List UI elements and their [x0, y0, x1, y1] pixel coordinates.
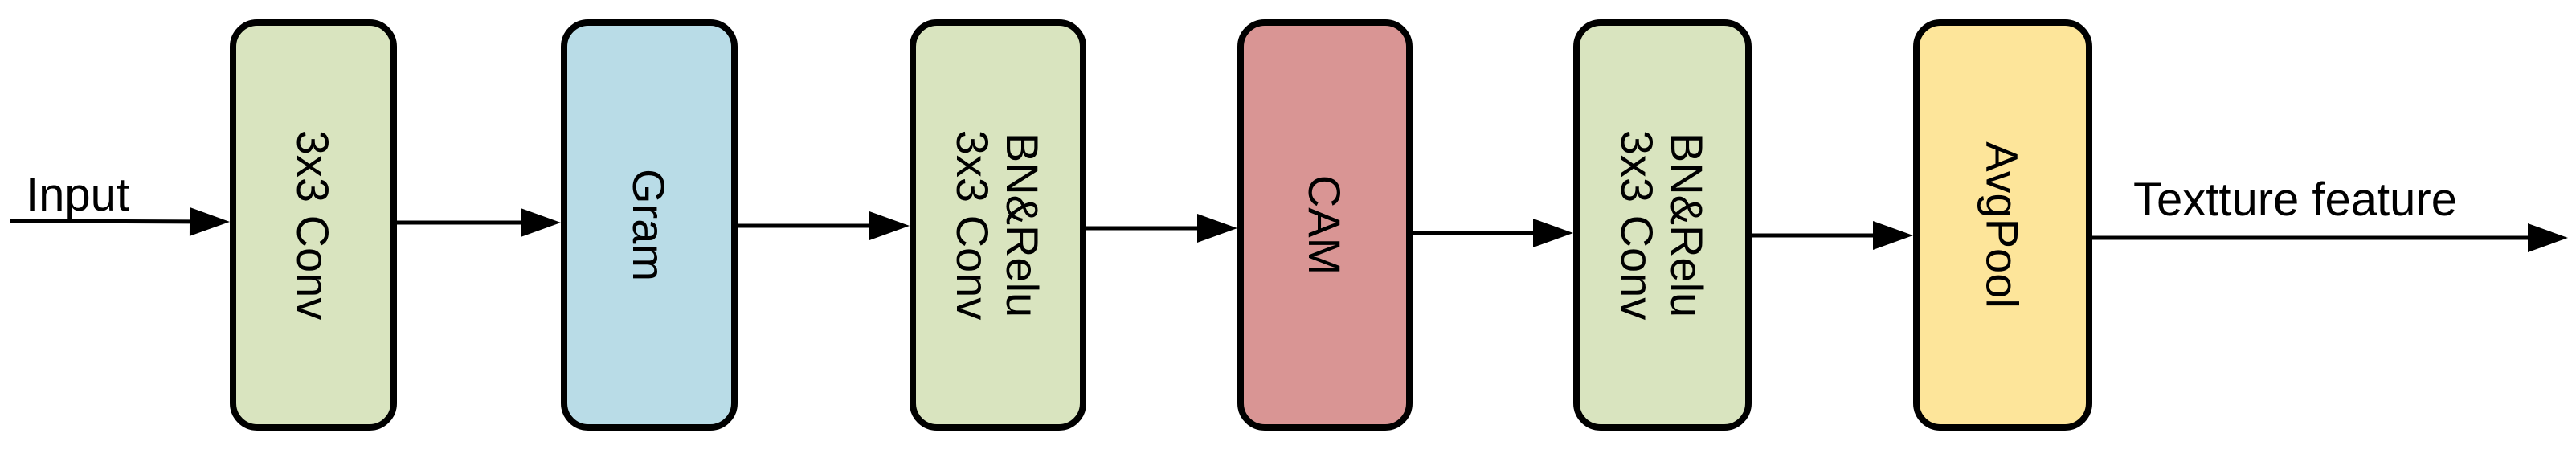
arrow-cam-to-conv3-head — [1533, 219, 1573, 247]
output-arrow-head — [2528, 223, 2568, 252]
block-conv2-label-line: 3x3 Conv — [947, 130, 998, 321]
block-cam-box — [1237, 19, 1413, 431]
block-conv2-box — [910, 19, 1086, 431]
block-avgpool-label-line: AvgPool — [1977, 141, 2028, 309]
block-conv1: 3x3 Conv — [230, 19, 397, 431]
arrow-conv2-to-cam-head — [1197, 214, 1237, 243]
arrows-layer — [9, 207, 2568, 252]
block-conv3-label: 3x3 ConvBN&Relu — [1612, 130, 1712, 321]
block-conv1-box — [230, 19, 397, 431]
block-avgpool-box — [1913, 19, 2092, 431]
arrow-gram-to-conv2-head — [869, 211, 910, 240]
arrow-cam-to-conv3 — [1411, 219, 1573, 247]
block-conv2-label: 3x3 ConvBN&Relu — [947, 130, 1048, 321]
block-conv3-label-line: BN&Relu — [1662, 133, 1712, 317]
block-conv3: 3x3 ConvBN&Relu — [1573, 19, 1752, 431]
block-cam-label-line: CAM — [1299, 175, 1350, 275]
arrow-conv3-to-avgpool-head — [1873, 221, 1913, 250]
block-cam-label: CAM — [1299, 175, 1350, 275]
block-gram-label: Gram — [624, 169, 674, 281]
block-avgpool: AvgPool — [1913, 19, 2092, 431]
block-avgpool-label: AvgPool — [1977, 141, 2028, 309]
input-arrow — [9, 207, 230, 236]
input-arrow-head — [189, 207, 230, 236]
block-conv3-label-line: 3x3 Conv — [1612, 130, 1662, 321]
block-conv2: 3x3 ConvBN&Relu — [910, 19, 1086, 431]
block-conv1-label-line: 3x3 Conv — [288, 130, 338, 321]
arrow-conv2-to-cam — [1085, 214, 1237, 243]
arrow-conv3-to-avgpool — [1750, 221, 1913, 250]
output-arrow — [2091, 223, 2568, 252]
block-cam: CAM — [1237, 19, 1413, 431]
block-conv3-box — [1573, 19, 1752, 431]
input-arrow-shaft — [9, 219, 192, 224]
block-conv2-label-line: BN&Relu — [997, 133, 1048, 317]
arrow-conv1-to-gram — [395, 208, 561, 237]
arrow-conv1-to-gram-head — [521, 208, 561, 237]
block-gram-box — [561, 19, 738, 431]
block-conv1-label: 3x3 Conv — [288, 130, 338, 321]
input-label: Input — [26, 169, 129, 221]
block-gram-label-line: Gram — [624, 169, 674, 281]
arrow-gram-to-conv2 — [736, 211, 910, 240]
output-label: Textture feature — [2133, 174, 2457, 226]
block-gram: Gram — [561, 19, 738, 431]
